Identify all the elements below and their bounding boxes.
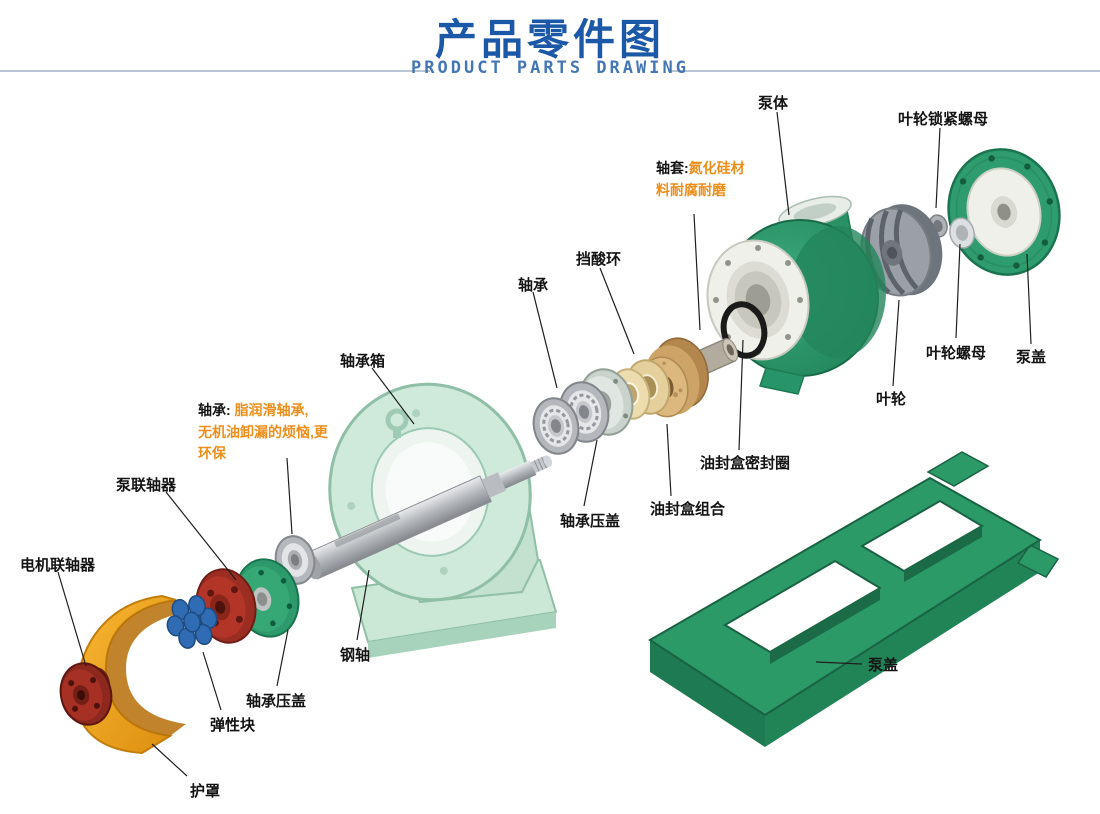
label-impeller-nut: 叶轮螺母 <box>926 345 987 362</box>
page-title: 产品零件图 <box>434 16 665 63</box>
label-motor-coupling: 电机联轴器 <box>20 557 96 574</box>
label-pump-cover-right: 泵盖 <box>1016 349 1047 366</box>
oil-seal-ring-part <box>720 301 768 359</box>
pump-cover-part <box>947 148 1061 276</box>
header-divider-right <box>668 70 1100 72</box>
label-impeller-lock-nut: 叶轮锁紧螺母 <box>898 111 989 128</box>
label-bearing-note: 轴承: 脂润滑轴承, 无机油卸漏的烦恼,更 环保 <box>198 402 328 462</box>
page-subtitle: PRODUCT PARTS DRAWING <box>411 58 689 78</box>
label-pump-base: 泵盖 <box>868 657 899 674</box>
motor-coupling-part <box>59 662 113 726</box>
pump-body-part <box>706 195 886 395</box>
bearing-part <box>532 397 580 455</box>
label-pump-coupling: 泵联轴器 <box>116 477 177 494</box>
label-bearing-gland-front: 轴承压盖 <box>560 513 621 530</box>
label-bearing-box: 轴承箱 <box>340 353 386 370</box>
header-divider-left <box>0 70 430 72</box>
label-guard: 护罩 <box>190 783 221 800</box>
impeller-part <box>860 204 943 297</box>
leader-lines <box>57 111 1032 777</box>
label-shaft-sleeve-note: 轴套:氮化硅材 料耐腐耐磨 <box>656 160 745 198</box>
label-acid-ring: 挡酸环 <box>576 251 622 268</box>
label-elastic-block: 弹性块 <box>210 717 256 734</box>
impeller-nut-part <box>949 217 975 249</box>
label-pump-body: 泵体 <box>758 95 789 112</box>
label-steel-shaft: 钢轴 <box>340 647 371 664</box>
label-impeller: 叶轮 <box>876 391 907 408</box>
steel-shaft-part <box>302 455 553 580</box>
pump-base-part <box>648 451 1060 747</box>
label-oil-seal-ring: 油封盒密封圈 <box>700 455 791 472</box>
label-oil-seal-box: 油封盒组合 <box>650 501 726 518</box>
elastic-block-part <box>166 595 218 649</box>
label-bearing-gland-rear: 轴承压盖 <box>246 693 307 710</box>
label-bearing: 轴承 <box>518 277 549 294</box>
